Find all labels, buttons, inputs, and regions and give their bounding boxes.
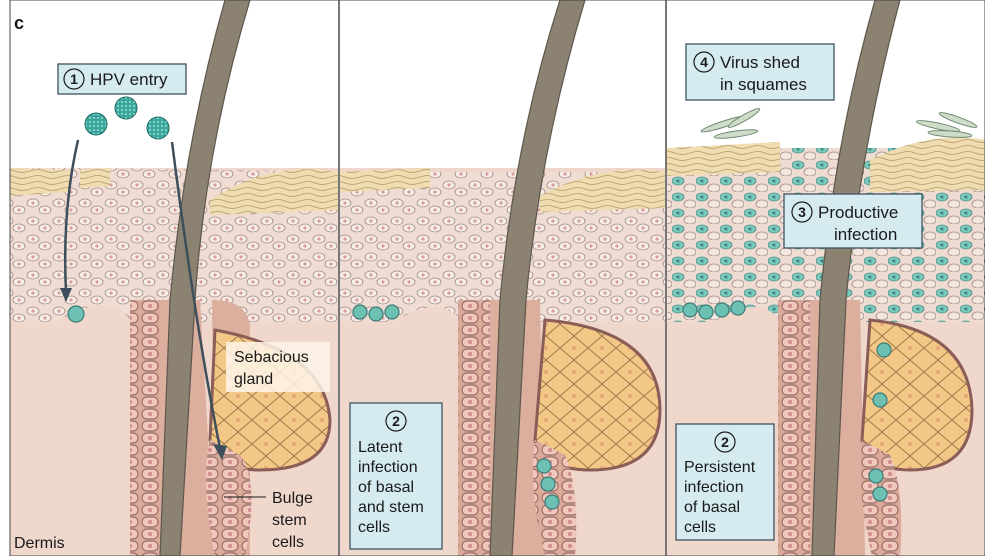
svg-text:infection: infection	[358, 459, 418, 476]
svg-text:3: 3	[798, 204, 806, 220]
infected-basal-cell	[699, 305, 713, 319]
svg-text:4: 4	[700, 54, 708, 70]
infected-stem-cell	[541, 477, 555, 491]
productive-infection-label: 3 Productive infection	[784, 194, 922, 248]
virus-shed-label: 4 Virus shed in squames	[686, 44, 834, 100]
keratin-layer	[340, 168, 430, 192]
keratin-layer	[667, 142, 780, 176]
svg-text:Bulge: Bulge	[272, 490, 313, 507]
virus-particle	[147, 117, 169, 139]
infected-stem-cell	[873, 487, 887, 501]
svg-text:HPV entry: HPV entry	[90, 70, 168, 89]
infected-stem-cell	[537, 459, 551, 473]
follicle-wall	[458, 300, 490, 556]
infected-basal-cell	[353, 305, 367, 319]
keratin-layer	[80, 168, 110, 188]
svg-text:infection: infection	[834, 225, 897, 244]
svg-text:stem: stem	[272, 512, 307, 529]
svg-text:Sebacious: Sebacious	[234, 349, 309, 366]
hpv-entry-label: 1 HPV entry	[58, 64, 186, 94]
svg-text:Productive: Productive	[818, 203, 898, 222]
infected-basal-cell	[369, 307, 383, 321]
svg-text:cells: cells	[684, 519, 716, 536]
keratin-layer	[10, 168, 70, 196]
panel-1-entry: c 1 HPV entry Sebacious gland Bulge stem…	[10, 0, 338, 556]
svg-text:Latent: Latent	[358, 439, 403, 456]
infected-basal-cell	[68, 306, 84, 322]
infected-basal-cell	[385, 305, 399, 319]
follicle-wall	[130, 300, 160, 556]
panel-3-productive: 4 Virus shed in squames 3 Productive inf…	[667, 0, 985, 556]
persistent-infection-label: 2 Persistent infection of basal cells	[676, 424, 774, 540]
dermis-region	[10, 305, 130, 556]
svg-text:gland: gland	[234, 371, 273, 388]
sky-background	[340, 0, 665, 168]
svg-text:and stem: and stem	[358, 499, 424, 516]
sebaceous-gland-label: Sebacious gland	[226, 342, 330, 392]
infected-stem-cell	[869, 469, 883, 483]
latent-infection-label: 2 Latent infection of basal and stem cel…	[350, 403, 442, 549]
dermis-label: Dermis	[14, 535, 65, 552]
infected-stem-cell	[873, 393, 887, 407]
svg-text:of basal: of basal	[684, 499, 740, 516]
figure-label: c	[14, 13, 24, 33]
svg-text:1: 1	[70, 71, 78, 87]
infected-basal-cell	[731, 301, 745, 315]
infected-basal-cell	[683, 303, 697, 317]
svg-text:2: 2	[392, 413, 400, 429]
infected-basal-cell	[715, 303, 729, 317]
virus-particle	[115, 97, 137, 119]
panel-2-latent: 2 Latent infection of basal and stem cel…	[340, 0, 665, 556]
svg-text:Persistent: Persistent	[684, 459, 756, 476]
infected-stem-cell	[877, 343, 891, 357]
svg-text:Virus shed: Virus shed	[720, 53, 800, 72]
virus-particle	[85, 113, 107, 135]
svg-text:2: 2	[721, 434, 729, 450]
infected-stem-cell	[545, 495, 559, 509]
follicle-wall	[778, 300, 810, 556]
svg-text:cells: cells	[272, 534, 304, 551]
svg-text:in squames: in squames	[720, 75, 807, 94]
svg-text:infection: infection	[684, 479, 744, 496]
svg-text:of basal: of basal	[358, 479, 414, 496]
svg-text:cells: cells	[358, 519, 390, 536]
